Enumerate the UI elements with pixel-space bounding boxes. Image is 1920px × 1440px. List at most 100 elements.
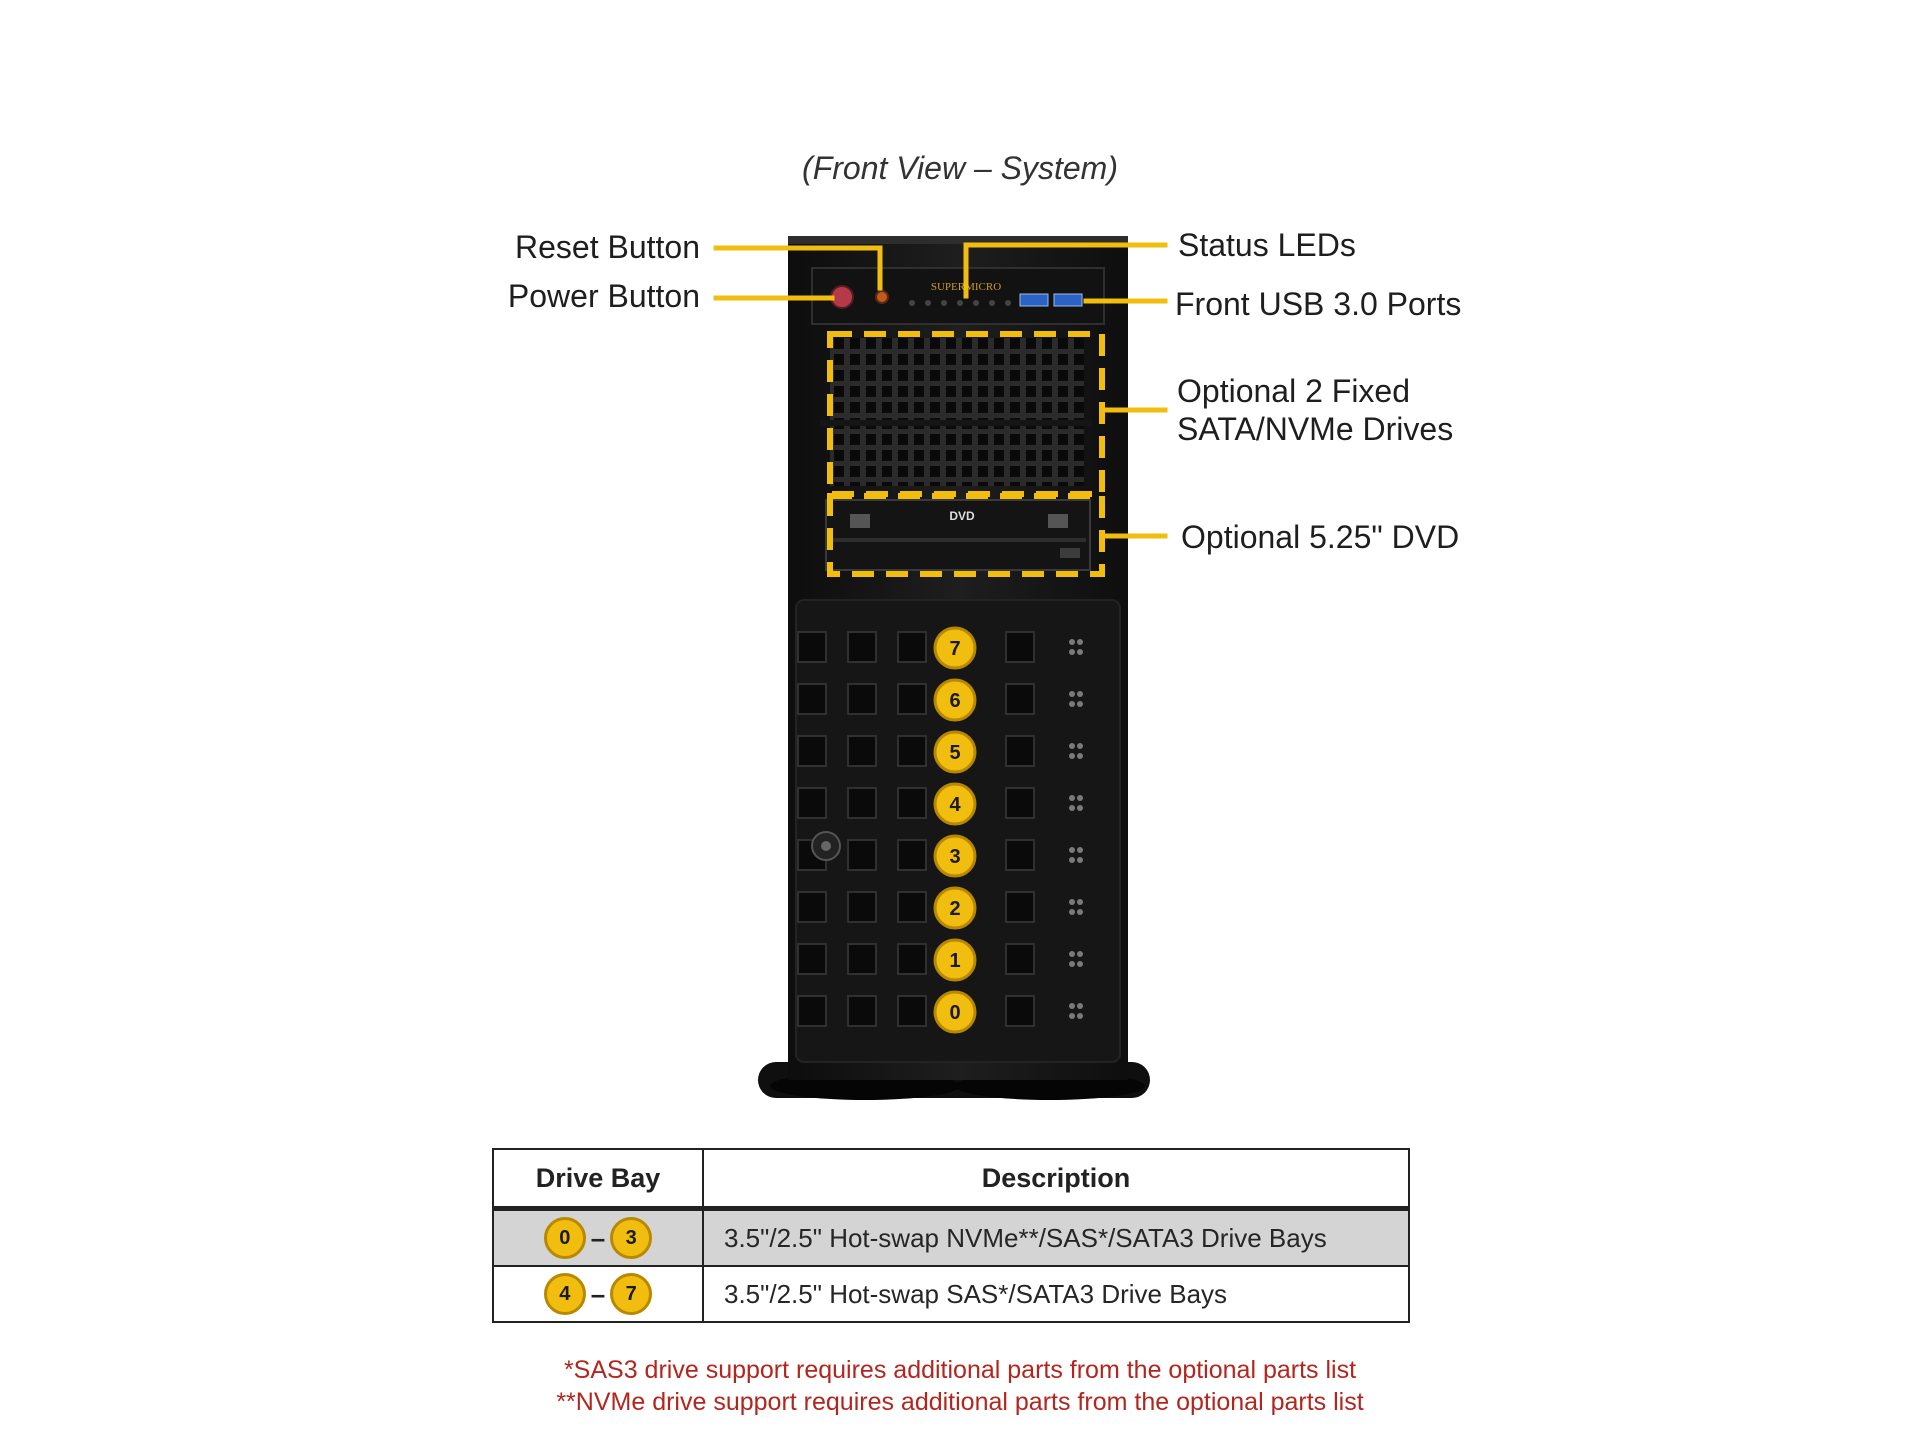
fixed-drives-label-line2: SATA/NVMe Drives [1177,411,1454,447]
bay-vent-square [1005,735,1035,767]
bay-vent-square [847,683,877,715]
bay-number-label: 7 [949,638,960,660]
status-leds [909,300,1011,306]
bay-number-label: 6 [949,690,960,712]
bay-led [1069,1003,1075,1009]
status-led-callout-line [963,242,1168,299]
bay-led [1069,899,1075,905]
bay-number-badge: 7 [933,626,977,670]
reset-button-icon[interactable] [875,290,889,304]
bay-vent-square [1005,839,1035,871]
bay-vent-square [897,683,927,715]
bay-vent-square [797,735,827,767]
bay-led [1077,899,1083,905]
drive-bay-table: Drive Bay Description 0–3 3.5"/2.5" Hot-… [492,1148,1410,1323]
dvd-drive [825,499,1091,571]
bay-vent-square [897,995,927,1027]
bay-vent-square [897,891,927,923]
bay-vent-square [847,631,877,663]
bay-vent-square [797,891,827,923]
bay-number-badge: 0 [933,990,977,1034]
usb-ports[interactable] [1019,293,1083,307]
reset-callout-line [713,245,883,291]
bay-led [1069,639,1075,645]
bay-number-label: 2 [949,898,960,920]
bay-led [1077,743,1083,749]
bay-led [1069,909,1075,915]
bay-led [1077,1003,1083,1009]
bay-led [1077,961,1083,967]
bay-led [1069,691,1075,697]
hot-swap-bay-area [795,599,1121,1063]
nvme-note: **NVMe drive support requires additional… [556,1388,1364,1416]
bay-led [1077,805,1083,811]
bay-led [1069,857,1075,863]
bay-vent-square [847,995,877,1027]
bay-number-label: 0 [949,1002,960,1024]
bay-number-badge: 3 [933,834,977,878]
bay-number-circles: 7 6 5 4 3 2 1 0 [933,626,977,1034]
bay-led [1069,795,1075,801]
bay-led [1069,701,1075,707]
bay-led [1077,649,1083,655]
bay-number-badge: 2 [933,886,977,930]
bay-badge-to: 3 [610,1217,653,1259]
bay-led [1077,691,1083,697]
bay-vent-square [847,787,877,819]
bay-led [1077,795,1083,801]
figure-caption: (Front View – System) [802,150,1118,186]
callout-lines [713,242,1168,539]
bay-range-cell: 0–3 [492,1207,704,1267]
bay-led [1069,649,1075,655]
bay-number-badge: 1 [933,938,977,982]
bay-badge-from: 4 [543,1273,586,1315]
bay-led [1077,639,1083,645]
status-leds-label: Status LEDs [1178,227,1356,263]
bay-vent-square [1005,787,1035,819]
table-row: 0–3 3.5"/2.5" Hot-swap NVMe**/SAS*/SATA3… [492,1207,1410,1267]
bay-vent-square [897,735,927,767]
description-header: Description [702,1148,1410,1211]
bay-vent-square [897,787,927,819]
bay-vent-square [897,631,927,663]
description-cell: 3.5"/2.5" Hot-swap SAS*/SATA3 Drive Bays [702,1265,1410,1323]
bay-range-cell: 4–7 [492,1265,704,1323]
bay-number-badge: 4 [933,782,977,826]
bay-led [1077,701,1083,707]
bay-vent-square [797,631,827,663]
range-dash: – [590,1222,606,1253]
bay-vent-square [1005,943,1035,975]
bay-number-badge: 5 [933,730,977,774]
bay-badge-from: 0 [543,1217,586,1259]
bay-led [1069,753,1075,759]
bay-led [1069,805,1075,811]
fixed-drive-grille [830,338,1084,486]
fixed-drive-divider [820,420,1092,426]
fixed-drives-highlight [827,331,1105,497]
bay-number-badge: 6 [933,678,977,722]
bay-number-label: 1 [949,950,960,972]
bay-led [1077,847,1083,853]
bay-vent-square [797,995,827,1027]
description-cell: 3.5"/2.5" Hot-swap NVMe**/SAS*/SATA3 Dri… [702,1207,1410,1267]
bay-led [1069,1013,1075,1019]
bay-led [1069,951,1075,957]
bay-vent-square [1005,995,1035,1027]
bay-led [1069,847,1075,853]
chassis-top-edge [788,236,1128,244]
bay-led [1077,753,1083,759]
bay-led [1069,743,1075,749]
fixed-drives-label-line1: Optional 2 Fixed [1177,373,1411,409]
bay-vent-square [847,943,877,975]
reset-button-label: Reset Button [515,229,700,265]
bay-number-label: 3 [949,846,960,868]
bay-led [1077,909,1083,915]
dvd-label: Optional 5.25" DVD [1181,519,1460,555]
bay-number-label: 5 [949,742,960,764]
bay-vent-square [847,891,877,923]
bay-led [1077,857,1083,863]
bay-vent-square [797,787,827,819]
bay-vent-square [797,683,827,715]
bay-led [1069,961,1075,967]
